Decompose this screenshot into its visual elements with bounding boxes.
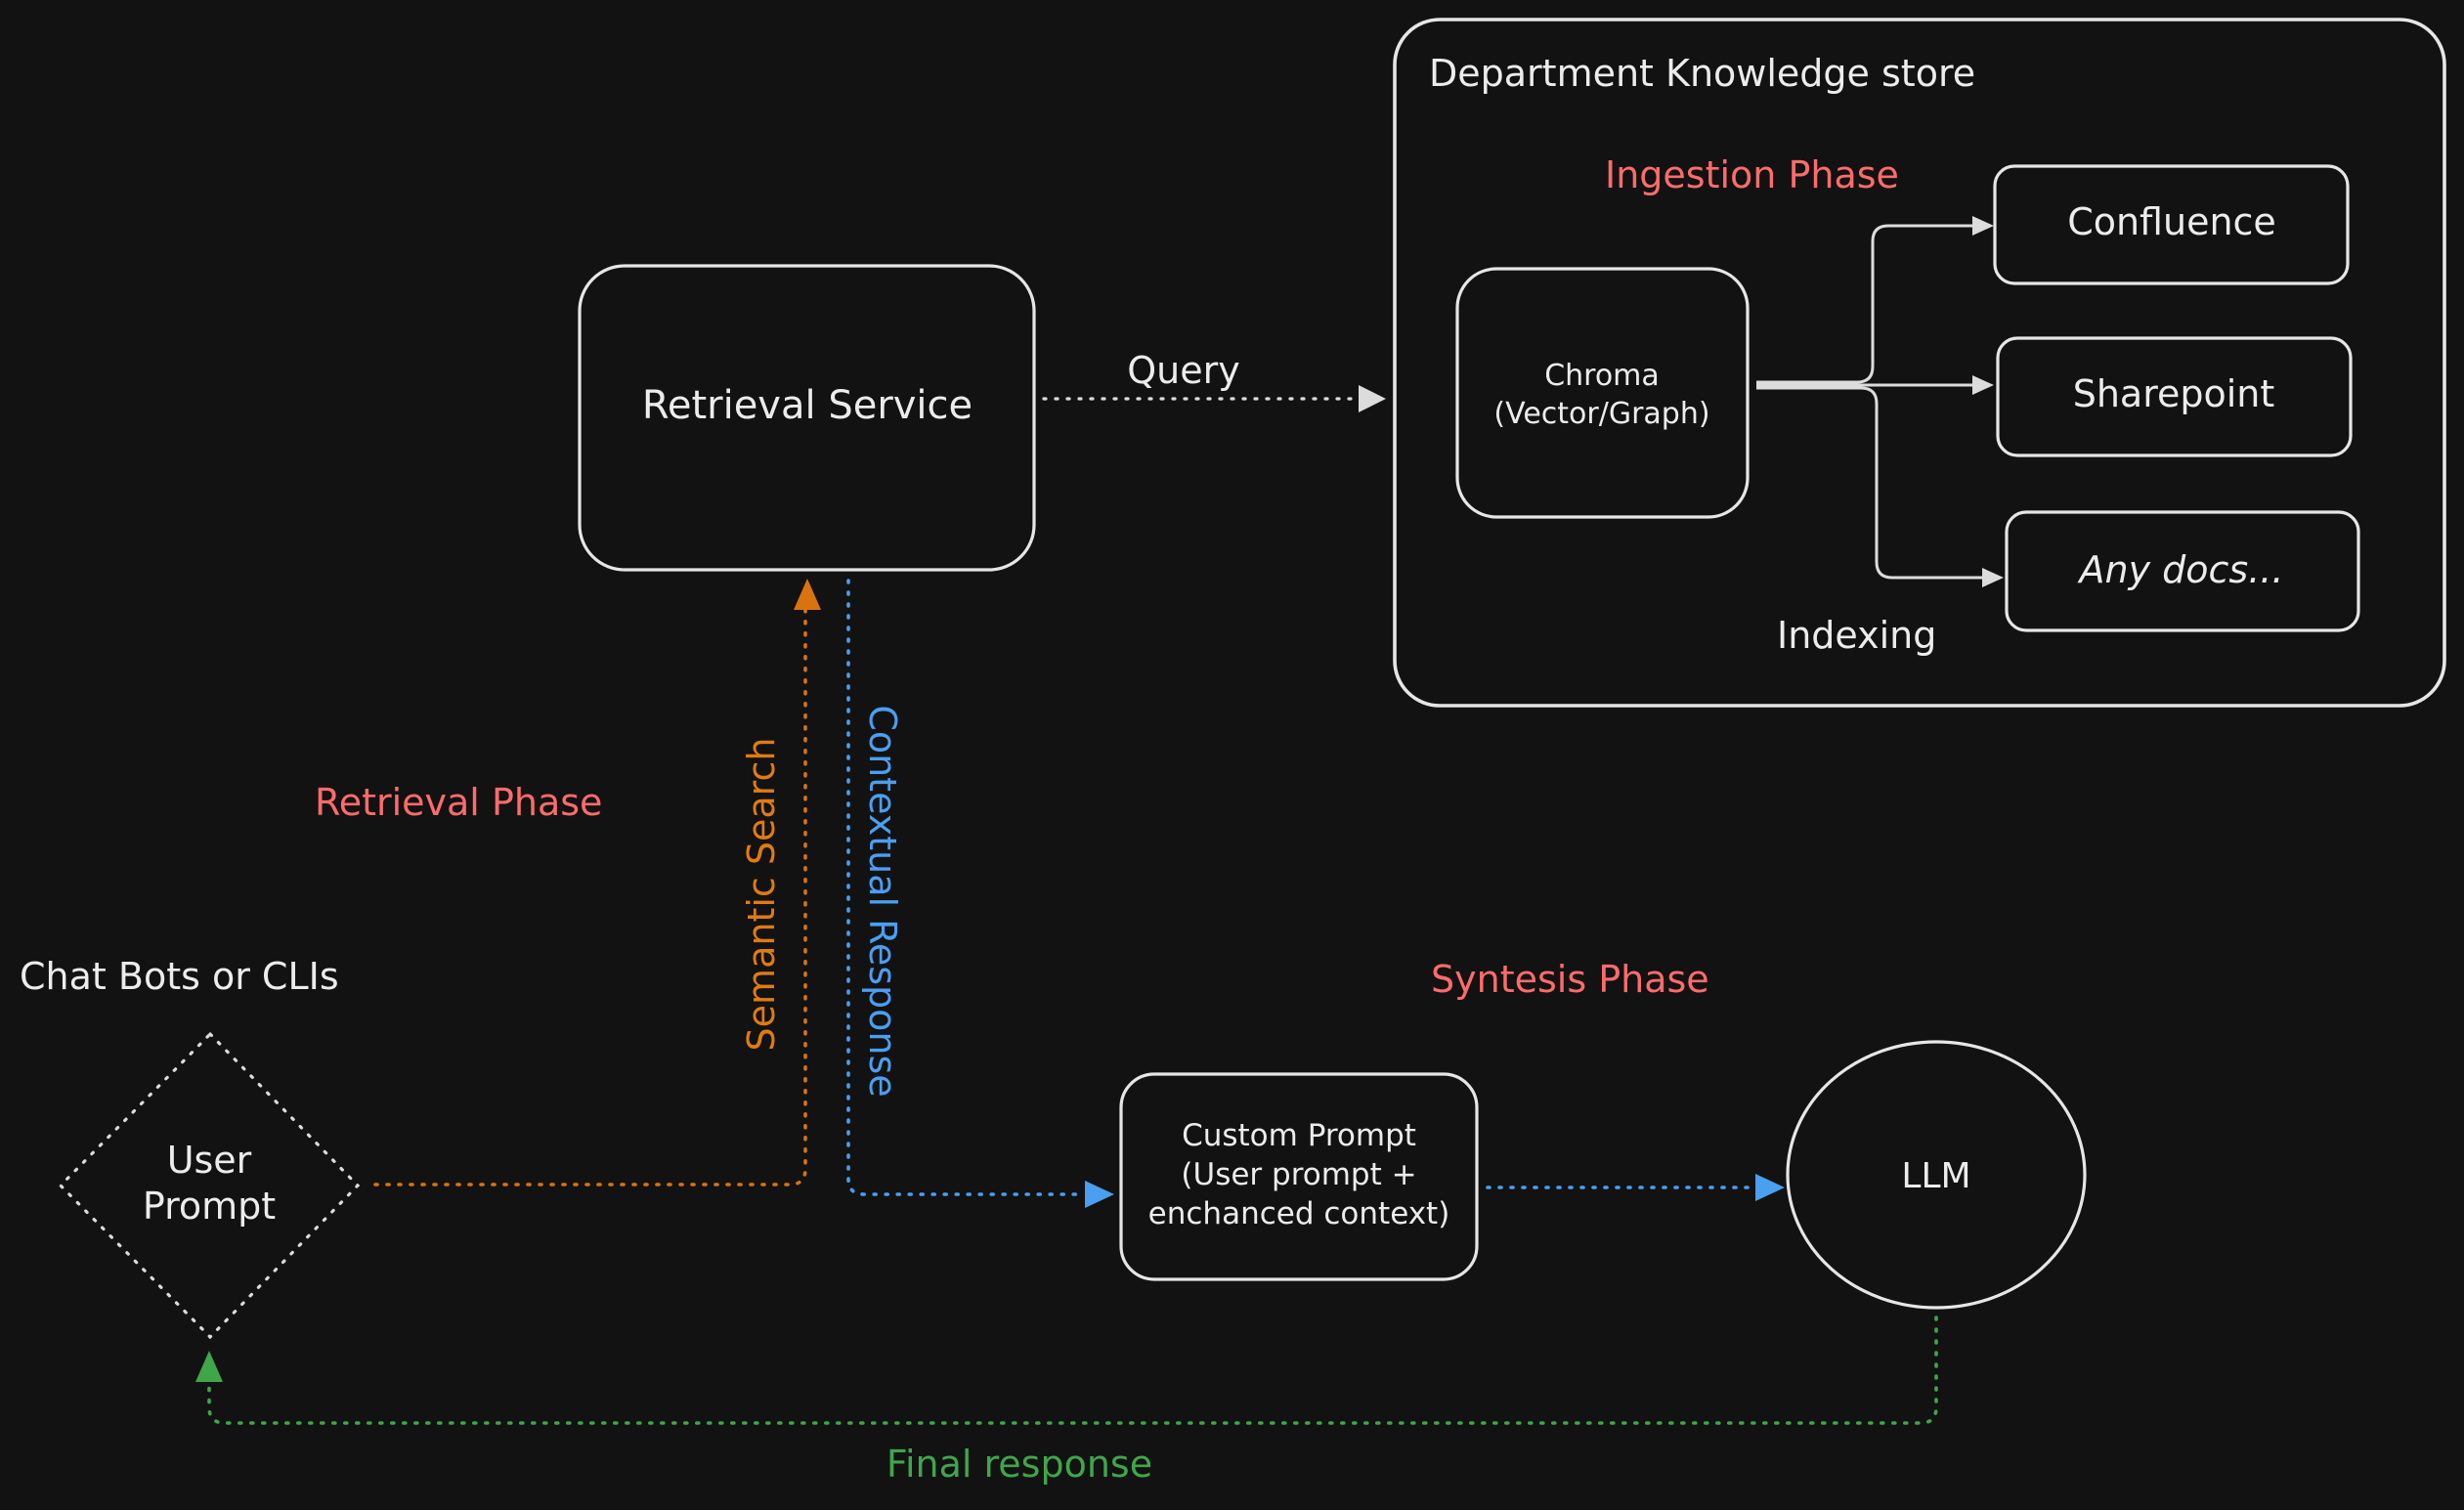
confluence-label: Confluence (2067, 200, 2276, 243)
confluence-node[interactable]: Confluence (1993, 164, 2350, 285)
arrowhead-any-docs (1982, 568, 2004, 587)
knowledge-store-container: Department Knowledge store (1393, 18, 2446, 708)
chroma-node[interactable]: Chroma (Vector/Graph) (1455, 267, 1750, 519)
custom-prompt-title: Custom Prompt (1182, 1118, 1416, 1153)
ingestion-phase-label: Ingestion Phase (1605, 153, 1899, 196)
final-response-edge (195, 1316, 1938, 1425)
arrowhead-semantic-search (794, 579, 821, 610)
semantic-search-edge (373, 579, 821, 1186)
synthesis-phase-label: Syntesis Phase (1431, 958, 1709, 1001)
retrieval-service-label: Retrieval Service (642, 383, 973, 428)
user-prompt-sublabel: Prompt (143, 1185, 276, 1228)
semantic-search-label: Semantic Search (740, 738, 783, 1052)
client-group-label: Chat Bots or CLIs (20, 955, 339, 998)
arrowhead-sharepoint (1972, 375, 1994, 395)
final-response-label: Final response (886, 1443, 1152, 1486)
contextual-response-edge (846, 579, 1114, 1208)
query-edge (1042, 385, 1386, 412)
arrowhead-final-response (195, 1351, 223, 1382)
user-prompt-label: User (167, 1139, 252, 1182)
chroma-label: Chroma (1544, 359, 1660, 393)
user-prompt-node[interactable]: User Prompt (58, 1031, 361, 1340)
contextual-response-label: Contextual Response (861, 705, 904, 1097)
knowledge-store-title: Department Knowledge store (1429, 52, 1975, 95)
indexing-edges (1756, 216, 2004, 587)
indexing-label: Indexing (1777, 614, 1936, 657)
any-docs-label: Any docs... (2077, 548, 2284, 591)
custom-prompt-line3: enchanced context) (1148, 1196, 1450, 1231)
arrowhead-confluence (1972, 216, 1994, 236)
prompt-to-llm-edge (1486, 1174, 1785, 1201)
custom-prompt-line2: (User prompt + (1181, 1157, 1416, 1192)
any-docs-node[interactable]: Any docs... (2005, 510, 2360, 632)
sharepoint-label: Sharepoint (2073, 372, 2275, 415)
llm-node[interactable]: LLM (1786, 1040, 2087, 1310)
custom-prompt-node[interactable]: Custom Prompt (User prompt + enchanced c… (1119, 1072, 1479, 1281)
retrieval-phase-label: Retrieval Phase (315, 781, 602, 824)
arrowhead-contextual-response (1085, 1181, 1114, 1208)
llm-label: LLM (1901, 1156, 1970, 1196)
retrieval-service-node[interactable]: Retrieval Service (578, 264, 1036, 572)
chroma-sublabel: (Vector/Graph) (1493, 397, 1709, 431)
query-label: Query (1127, 349, 1239, 392)
sharepoint-node[interactable]: Sharepoint (1996, 336, 2353, 457)
arrowhead-query (1359, 385, 1386, 412)
arrowhead-llm (1755, 1174, 1785, 1201)
